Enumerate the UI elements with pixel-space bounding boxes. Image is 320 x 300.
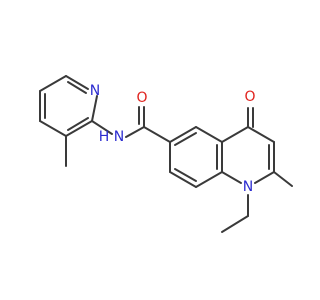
bond [39,120,67,137]
bond [195,171,223,188]
molecule-structure: N N H O O N [39,75,293,233]
bond [65,75,89,90]
atom-label-o-amide: O [136,90,147,106]
atom-label-n-amide: N [114,129,124,145]
bond [169,171,197,188]
bond [67,81,87,94]
atom-label-h-amide: H [99,129,110,145]
bond [254,171,275,184]
bond [221,126,249,143]
bond [221,171,242,184]
atom-label-n-quinoline: N [243,179,253,195]
bond [174,132,197,146]
bond [247,126,275,143]
bond [91,95,98,122]
bond [273,171,293,187]
bond [91,120,113,135]
bond [39,75,67,92]
bond [195,126,223,143]
bond [143,126,171,143]
bond [67,117,89,131]
bond-layer [39,75,293,233]
bond [65,120,93,137]
bond [125,126,145,138]
atom-label-n-pyridine: N [90,83,100,99]
atom-label-o-ketone: O [244,89,255,105]
bond [169,126,197,143]
atom-layer: N N H O O N [90,83,256,195]
bond [221,215,249,233]
bond [174,168,197,182]
